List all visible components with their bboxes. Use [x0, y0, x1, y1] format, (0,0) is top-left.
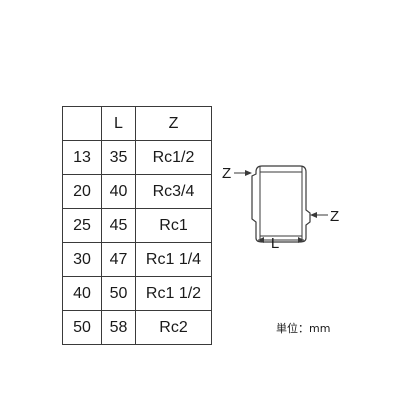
l-dimension-arrow-left	[258, 237, 264, 243]
cell-size: 13	[62, 140, 102, 175]
cell-size: 50	[62, 310, 102, 345]
z-right-arrow-head	[310, 212, 317, 218]
header-size	[62, 106, 102, 141]
cell-l: 35	[101, 140, 136, 175]
table-row: 13 35 Rc1/2	[62, 140, 212, 175]
header-z: Z	[135, 106, 212, 141]
table-row: 20 40 Rc3/4	[62, 174, 212, 209]
z-right-label: Z	[330, 208, 339, 225]
table-header-row: L Z	[62, 106, 212, 141]
table-row: 40 50 Rc1 1/2	[62, 276, 212, 311]
cell-size: 40	[62, 276, 102, 311]
z-left-arrow-head	[245, 170, 252, 176]
socket-fitting-diagram: Z Z L	[222, 165, 339, 252]
cell-z: Rc1/2	[135, 140, 212, 175]
cell-size: 30	[62, 242, 102, 277]
l-dimension-arrow-right	[298, 237, 304, 243]
cell-z: Rc1 1/2	[135, 276, 212, 311]
z-left-label: Z	[222, 165, 231, 182]
cell-l: 40	[101, 174, 136, 209]
l-dimension-label: L	[271, 235, 279, 252]
socket-body-outline	[251, 165, 311, 243]
cell-z: Rc3/4	[135, 174, 212, 209]
cell-l: 58	[101, 310, 136, 345]
cell-l: 50	[101, 276, 136, 311]
cell-z: Rc2	[135, 310, 212, 345]
cell-z: Rc1	[135, 208, 212, 243]
table-row: 50 58 Rc2	[62, 310, 212, 345]
table-row: 25 45 Rc1	[62, 208, 212, 243]
cell-size: 20	[62, 174, 102, 209]
cell-l: 45	[101, 208, 136, 243]
table-row: 30 47 Rc1 1/4	[62, 242, 212, 277]
cell-l: 47	[101, 242, 136, 277]
unit-label: 単位：mm	[276, 322, 331, 335]
cell-z: Rc1 1/4	[135, 242, 212, 277]
cell-size: 25	[62, 208, 102, 243]
dimension-table: L Z 13 35 Rc1/2 20 40 Rc3/4 25 45 Rc1 30…	[62, 106, 212, 345]
header-l: L	[101, 106, 136, 141]
